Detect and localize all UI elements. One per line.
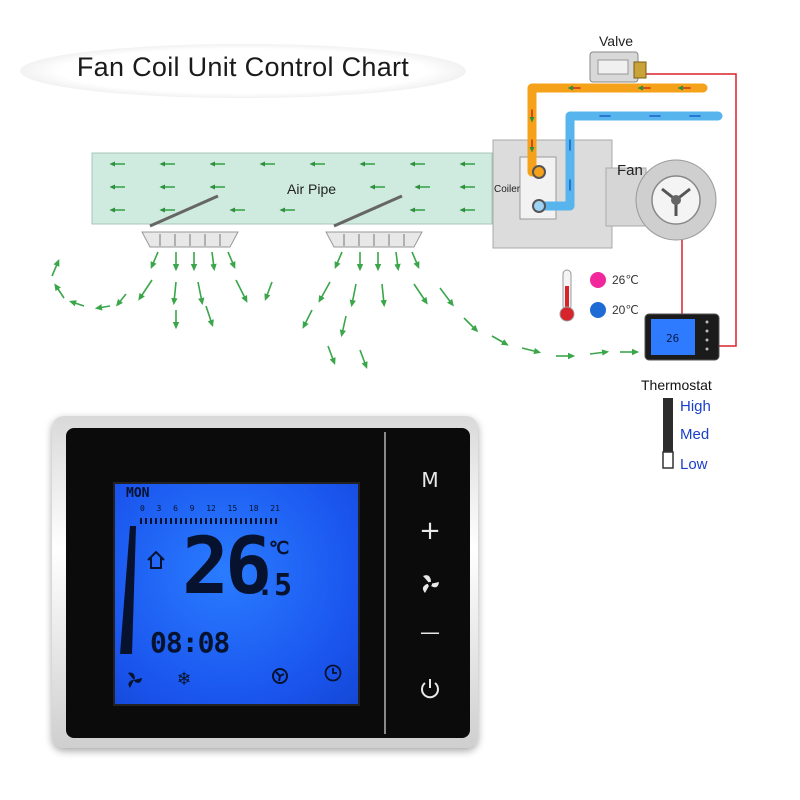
lcd-temperature-unit: ℃ (269, 538, 290, 559)
lcd-temperature: 26 (182, 522, 272, 612)
control-wire (646, 73, 737, 347)
lcd-hour: 6 (173, 504, 178, 513)
diffuser-right (325, 194, 423, 248)
snowflake-icon: ❄ (178, 666, 191, 690)
auto-mode-icon (272, 668, 288, 684)
lcd-hour: 15 (227, 504, 238, 513)
small-thermostat: 26 (644, 313, 720, 361)
diffuser-left (141, 194, 239, 248)
lcd-hour: 9 (189, 504, 195, 513)
panel-divider (384, 432, 386, 734)
lcd-hour: 21 (270, 504, 280, 513)
lcd-hour: 0 (140, 504, 145, 513)
lcd-hour-scale: 0 3 6 9 12 15 18 21 (140, 504, 280, 513)
fan-level-low: Low (680, 456, 708, 473)
home-icon (147, 550, 165, 569)
power-button[interactable] (418, 676, 442, 700)
lcd-hour: 3 (156, 504, 162, 513)
lcd-day: MON (126, 486, 150, 501)
hot-indicator (590, 272, 606, 288)
cold-indicator (590, 302, 606, 318)
cold-water-pipe (533, 111, 723, 211)
up-button[interactable]: + (419, 516, 441, 546)
air-pipe-duct (91, 152, 493, 225)
fan-button[interactable] (418, 572, 442, 596)
lcd-schedule-bar (140, 518, 280, 524)
svg-text:26: 26 (666, 332, 679, 345)
lcd-level-bar (120, 526, 136, 654)
lcd-clock: 08:08 (150, 626, 230, 659)
down-button[interactable]: — (420, 620, 440, 644)
fan-level-high: High (680, 398, 711, 415)
lcd-fan-icon (128, 672, 142, 688)
fan-speed-slider (662, 398, 674, 469)
coiler-label: Coiler (494, 184, 521, 195)
duct-airflow-arrows (109, 161, 475, 213)
temp-cold-label: 20℃ (612, 303, 639, 317)
fan-label: Fan (617, 162, 643, 179)
thermometer-icon (559, 269, 575, 322)
lcd-hour: 12 (206, 504, 216, 513)
temp-hot-label: 26℃ (612, 273, 639, 287)
room-airflow-arrows (51, 251, 640, 369)
cold-pipe-fitting (532, 199, 546, 213)
lcd-hour: 18 (248, 504, 259, 513)
air-pipe-label: Air Pipe (287, 181, 337, 197)
mode-button[interactable]: M (421, 468, 439, 492)
title-backdrop (20, 44, 466, 98)
clock-icon (324, 664, 342, 682)
hot-pipe-fitting (532, 165, 546, 179)
chart-title: Fan Coil Unit Control Chart (76, 52, 410, 82)
valve-icon (589, 51, 647, 83)
lcd-temperature-decimal: .5 (256, 568, 293, 603)
valve-label: Valve (599, 33, 633, 49)
fan-level-med: Med (680, 426, 710, 443)
thermostat-label: Thermostat (641, 377, 712, 393)
